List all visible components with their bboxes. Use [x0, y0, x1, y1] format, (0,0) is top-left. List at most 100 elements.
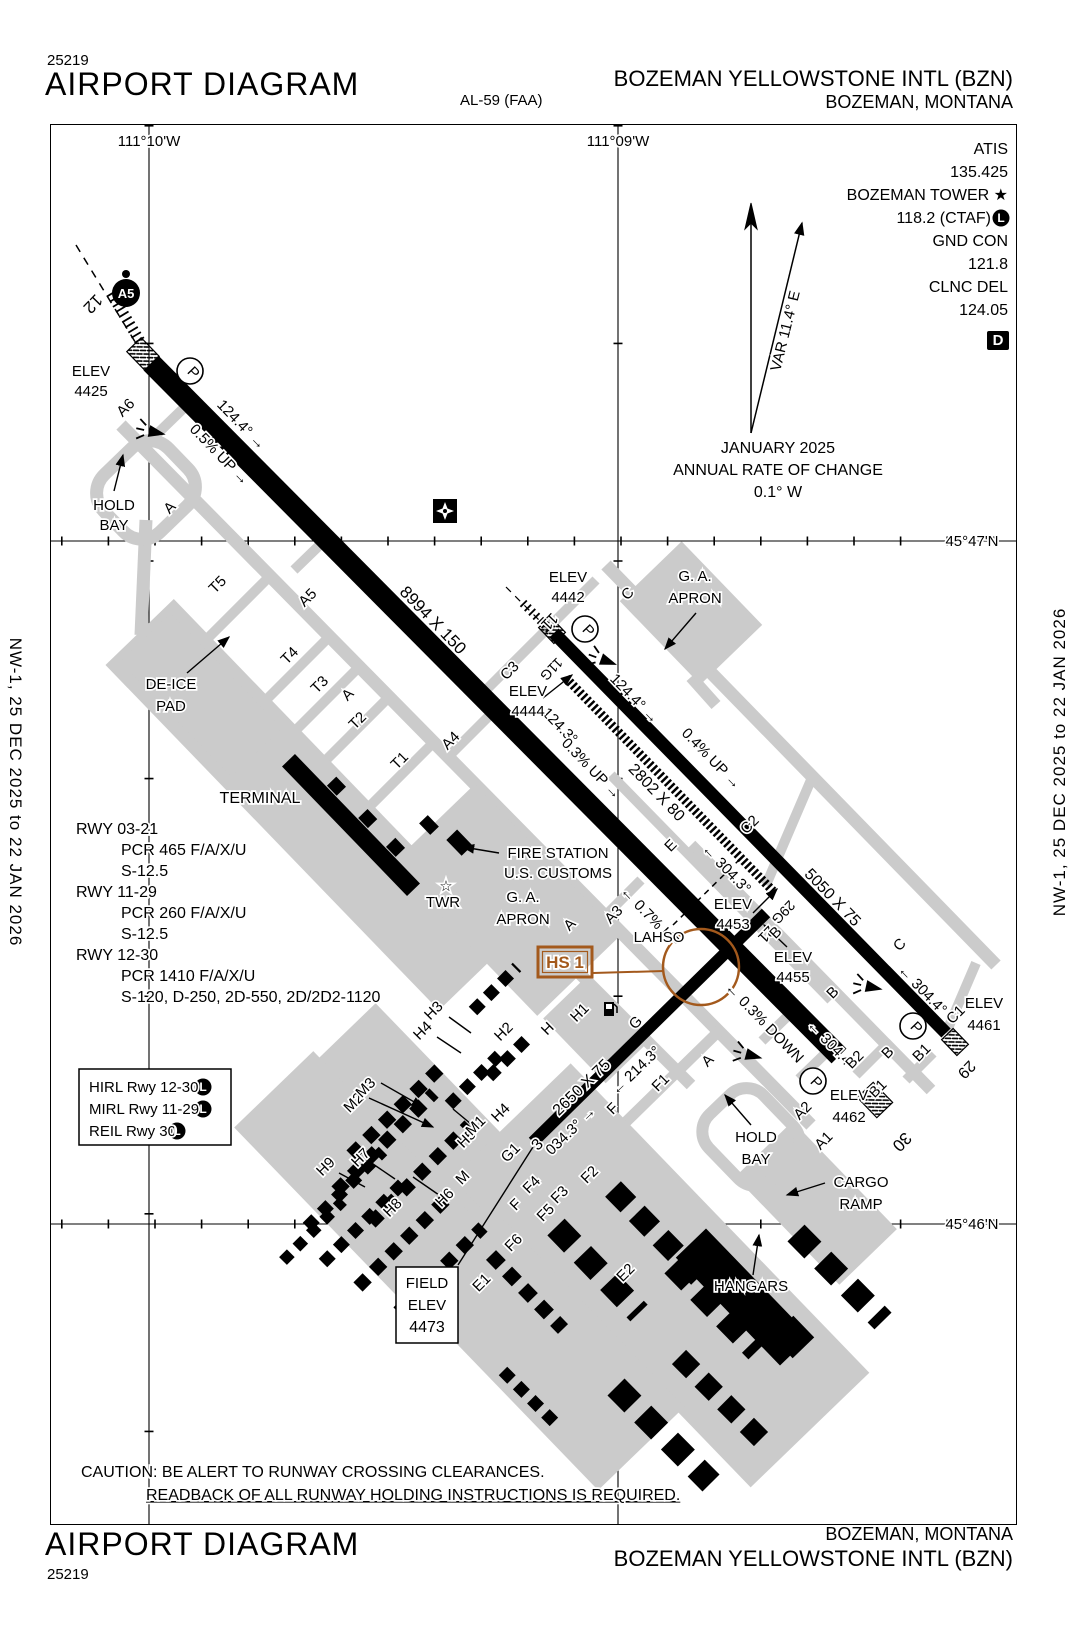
taxiway-circle-letter: A5: [118, 286, 135, 301]
runway-number: 29: [954, 1057, 979, 1082]
taxiway-label: C: [890, 935, 910, 955]
taxiway-label: H4: [488, 1100, 514, 1126]
deice-pad-label: PAD: [156, 698, 186, 715]
taxiway-a5-circle-icon: [112, 270, 140, 307]
hot-spot-label: HS 1: [546, 953, 584, 972]
runways: [143, 355, 951, 1147]
ga-apron-label: APRON: [668, 590, 721, 607]
customs-label: U.S. CUSTOMS: [504, 865, 612, 882]
approach-markings: [75, 244, 740, 926]
taxiway-label: T5: [206, 573, 230, 597]
runway-number: 12: [80, 290, 107, 317]
field-elev-label: FIELD: [406, 1275, 449, 1292]
runway-11-29: [549, 628, 951, 1038]
elevation-label: ELEV: [965, 995, 1003, 1012]
effective-dates-right: NW-1, 25 DEC 2025 to 22 JAN 2026: [1050, 607, 1069, 917]
lahso-label: LAHSO: [634, 929, 685, 946]
chart-reference: AL-59 (FAA): [460, 92, 543, 109]
hold-bay-label: HOLD: [93, 497, 135, 514]
hot-spot-circle: [661, 927, 741, 1007]
terminal-label: TERMINAL: [220, 790, 301, 807]
rwy-info: PCR 465 F/A/X/U: [121, 842, 246, 859]
rwy-info: PCR 260 F/A/X/U: [121, 905, 246, 922]
threshold-chevrons: [125, 336, 970, 1119]
elevation-value: 4462: [832, 1109, 865, 1126]
elevation-value: 4461: [967, 1017, 1000, 1034]
airport-name-header: BOZEMAN YELLOWSTONE INTL (BZN): [613, 66, 1013, 91]
hot-spot-hs1: [536, 927, 741, 1007]
caution-line: CAUTION: BE ALERT TO RUNWAY CROSSING CLE…: [81, 1464, 545, 1481]
atis-label: ATIS: [974, 141, 1008, 158]
runway-number: 30: [889, 1128, 916, 1155]
runway-slope: 0.4% UP →: [678, 725, 744, 793]
north-arrow: [744, 202, 805, 434]
airport-city-footer: BOZEMAN, MONTANA: [825, 1524, 1013, 1544]
cargo-buildings: [675, 1228, 815, 1366]
hold-bay-label: BAY: [100, 517, 129, 534]
cargo-ramp-label: RAMP: [839, 1196, 882, 1213]
deice-pad-label: DE-ICE: [146, 676, 197, 693]
fuel-pump-icon: [604, 1002, 618, 1016]
fire-station-label: FIRE STATION: [507, 845, 608, 862]
parking-circles: [176, 357, 927, 1095]
clearance-freq: 124.05: [959, 302, 1008, 319]
tower-site-label: TWR: [426, 894, 460, 911]
leader-arrows: [113, 453, 826, 1278]
taxiway-label: A6: [113, 395, 138, 420]
variation-rate: 0.1° W: [754, 484, 803, 501]
elevation-label: ELEV: [509, 683, 547, 700]
airport-beacon-icon: [433, 499, 457, 523]
elevation-label: ELEV: [774, 949, 812, 966]
hold-bay-label: HOLD: [735, 1129, 777, 1146]
runway-12-30: [143, 355, 847, 1064]
taxiway-label: A: [698, 1051, 717, 1070]
hold-bay-label: BAY: [742, 1151, 771, 1168]
page-title: AIRPORT DIAGRAM: [45, 66, 360, 102]
longitude-label: 111°09'W: [587, 133, 650, 150]
rwy-info: RWY 03-21: [76, 821, 158, 838]
ground-label: GND CON: [932, 233, 1008, 250]
pilot-controlled-lighting-letter: L: [199, 1102, 206, 1116]
elevation-label: ELEV: [830, 1087, 868, 1104]
rwy-info: S-12.5: [121, 863, 168, 880]
rwy-info: RWY 11-29: [76, 884, 157, 901]
ga-apron-label: APRON: [496, 911, 549, 928]
elevation-label: ELEV: [549, 569, 587, 586]
hot-spot-box: [536, 945, 594, 979]
rwy-info: S-12.5: [121, 926, 168, 943]
airport-city-header: BOZEMAN, MONTANA: [825, 92, 1013, 112]
elevation-value: 4442: [551, 589, 584, 606]
variation-rate-label: ANNUAL RATE OF CHANGE: [673, 462, 883, 479]
rwy-info: RWY 12-30: [76, 947, 158, 964]
rwy-info: S-120, D-250, 2D-550, 2D/2D2-1120: [121, 989, 381, 1006]
ga-apron-label: G. A.: [678, 568, 711, 585]
taxiway-label: H2: [491, 1019, 517, 1045]
caution-line: READBACK OF ALL RUNWAY HOLDING INSTRUCTI…: [146, 1487, 680, 1504]
lighting-info: REIL Rwy 30: [89, 1123, 176, 1140]
effective-dates-left: NW-1, 25 DEC 2025 to 22 JAN 2026: [6, 637, 25, 947]
pilot-controlled-lighting-letter: L: [997, 211, 1004, 225]
elevation-label: ELEV: [72, 363, 110, 380]
tower-label: BOZEMAN TOWER ★: [847, 187, 1008, 204]
elevation-label: ELEV: [714, 896, 752, 913]
ga-apron-label: G. A.: [506, 889, 539, 906]
airport-name-footer: BOZEMAN YELLOWSTONE INTL (BZN): [613, 1546, 1013, 1571]
pilot-controlled-lighting-letter: L: [173, 1124, 180, 1138]
datis-box-letter: D: [993, 332, 1004, 349]
aprons: [105, 541, 897, 1491]
ground-freq: 121.8: [968, 256, 1008, 273]
plate-code-bottom: 25219: [47, 1566, 89, 1583]
latitude-label: 45°46'N: [945, 1216, 998, 1233]
datis-box: [987, 331, 1009, 350]
latitude-label: 45°47'N: [945, 533, 998, 550]
elevation-value: 4425: [74, 383, 107, 400]
variation-label: VAR 11.4° E: [767, 289, 803, 373]
cargo-ramp-label: CARGO: [833, 1174, 888, 1191]
longitude-label: 111°10'W: [118, 133, 181, 150]
field-elev-box: [395, 1266, 459, 1344]
pilot-controlled-lighting-letter: L: [199, 1080, 206, 1094]
lighting-info: MIRL Rwy 11-29: [89, 1101, 199, 1118]
terminal-building: [282, 754, 420, 896]
tower-star-icon: ☆: [439, 878, 452, 895]
